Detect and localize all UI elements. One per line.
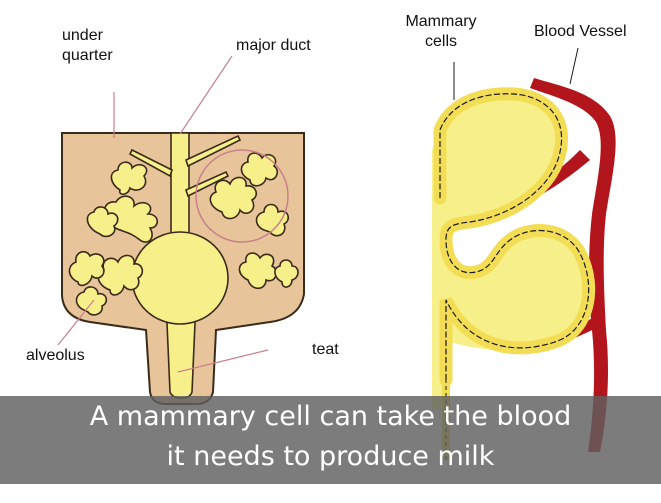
- caption-line-2: it needs to produce milk: [0, 440, 661, 474]
- label-mammary-cells-line1: Mammary: [396, 12, 486, 32]
- label-blood-vessel: Blood Vessel: [534, 22, 627, 42]
- label-mammary-cells: Mammary cells: [396, 12, 486, 52]
- label-teat: teat: [312, 340, 339, 360]
- label-major-duct: major duct: [236, 36, 311, 56]
- label-alveolus: alveolus: [26, 346, 85, 366]
- label-under-quarter: under quarter: [62, 26, 113, 66]
- blood-vessel-leader: [570, 48, 578, 84]
- label-mammary-cells-line2: cells: [396, 32, 486, 52]
- label-under-quarter-line1: under: [62, 26, 113, 46]
- gland-cistern: [132, 232, 228, 324]
- caption-line-1: A mammary cell can take the blood: [0, 400, 661, 434]
- label-under-quarter-line2: quarter: [62, 46, 113, 66]
